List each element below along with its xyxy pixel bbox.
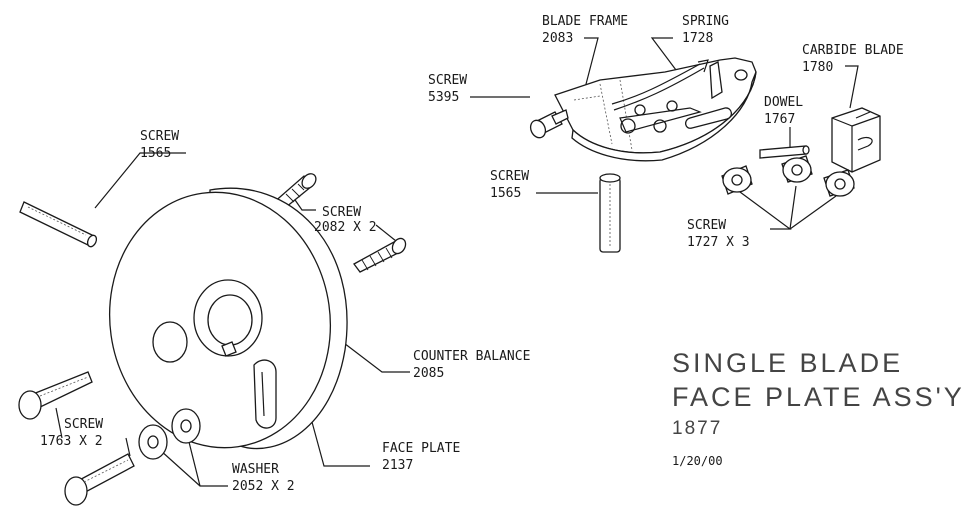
label-carbide-blade-name: CARBIDE BLADE bbox=[802, 43, 904, 58]
label-spring-name: SPRING bbox=[682, 14, 729, 29]
label-screw-1565-right-name: SCREW bbox=[490, 169, 529, 184]
washer-b bbox=[171, 408, 201, 444]
label-dowel-name: DOWEL bbox=[764, 95, 803, 110]
screws-1727-part bbox=[721, 155, 855, 197]
label-spring-number: 1728 bbox=[682, 31, 713, 46]
screw-1727-a bbox=[721, 165, 753, 195]
face-plate-part bbox=[108, 187, 348, 450]
blade-frame-part bbox=[554, 57, 757, 162]
label-screw-2082-name: SCREW bbox=[322, 205, 361, 220]
label-washer-name: WASHER bbox=[232, 462, 279, 477]
label-counter-balance-number: 2085 bbox=[413, 366, 444, 381]
label-carbide-blade-number: 1780 bbox=[802, 60, 833, 75]
label-screw-1565-left-name: SCREW bbox=[140, 129, 179, 144]
screw-1763-lower bbox=[64, 453, 135, 506]
screw-1565-left-part bbox=[19, 201, 98, 248]
label-blade-frame-number: 2083 bbox=[542, 31, 573, 46]
screw-5395-part bbox=[529, 109, 569, 139]
spring-part bbox=[611, 59, 709, 111]
part-labels: BLADE FRAME 2083 SPRING 1728 CARBIDE BLA… bbox=[40, 14, 904, 494]
label-face-plate-number: 2137 bbox=[382, 458, 413, 473]
washer-a bbox=[138, 424, 168, 460]
screw-2082-lower bbox=[353, 237, 407, 273]
washers-part bbox=[138, 408, 201, 460]
leader-lines bbox=[55, 37, 859, 487]
label-screw-2082-number: 2082 X 2 bbox=[314, 220, 377, 235]
screw-1727-b bbox=[781, 155, 813, 183]
label-screw-1727-name: SCREW bbox=[687, 218, 726, 233]
label-screw-1727-number: 1727 X 3 bbox=[687, 235, 750, 250]
carbide-blade-part bbox=[831, 107, 881, 173]
title-date: 1/20/00 bbox=[672, 454, 723, 468]
label-screw-1565-right-number: 1565 bbox=[490, 186, 521, 201]
screw-1727-c bbox=[823, 169, 855, 197]
label-screw-1763-number: 1763 X 2 bbox=[40, 434, 103, 449]
title-block: SINGLE BLADE FACE PLATE ASS'Y 1877 1/20/… bbox=[672, 348, 965, 468]
label-screw-5395-number: 5395 bbox=[428, 90, 459, 105]
label-blade-frame-name: BLADE FRAME bbox=[542, 14, 628, 29]
label-counter-balance-name: COUNTER BALANCE bbox=[413, 349, 530, 364]
dowel-part bbox=[759, 145, 810, 159]
label-dowel-number: 1767 bbox=[764, 112, 795, 127]
title-line-2: FACE PLATE ASS'Y bbox=[672, 382, 965, 412]
title-part-number: 1877 bbox=[672, 418, 722, 439]
label-screw-1763-name: SCREW bbox=[64, 417, 103, 432]
screw-1763-upper bbox=[18, 371, 93, 420]
screw-1565-right-part bbox=[599, 173, 621, 253]
title-line-1: SINGLE BLADE bbox=[672, 348, 903, 378]
label-screw-5395-name: SCREW bbox=[428, 73, 467, 88]
label-screw-1565-left-number: 1565 bbox=[140, 146, 171, 161]
label-face-plate-name: FACE PLATE bbox=[382, 441, 460, 456]
label-washer-number: 2052 X 2 bbox=[232, 479, 295, 494]
